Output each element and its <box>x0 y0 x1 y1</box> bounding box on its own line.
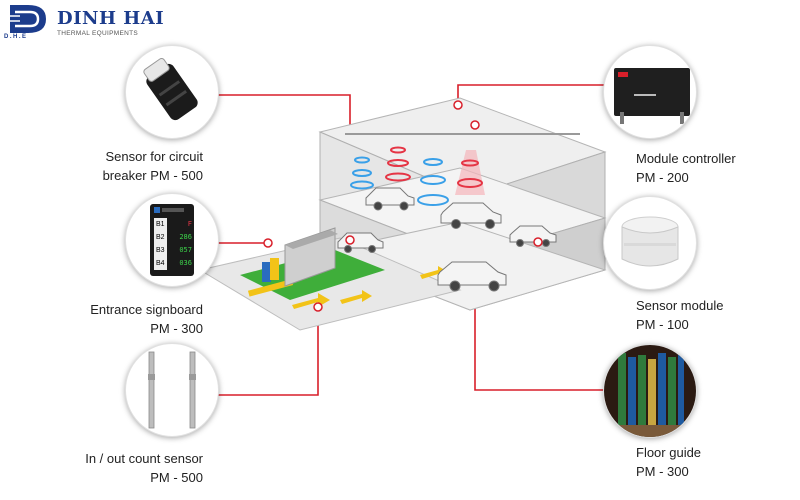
label-line: In / out count sensor <box>85 451 203 466</box>
logo-abbreviation: D.H.E <box>4 34 28 40</box>
connector-module-controller <box>457 84 605 105</box>
connector-endpoints <box>263 100 543 312</box>
label-circuit-breaker-sensor: Sensor for circuit breaker PM - 500 <box>48 147 203 185</box>
label-module-controller: Module controller PM - 200 <box>636 149 796 187</box>
signboard-floor: B4 <box>154 257 167 270</box>
signboard-floor: B3 <box>154 244 167 257</box>
label-line: Entrance signboard <box>90 302 203 317</box>
floor-guide-bars <box>618 353 684 425</box>
circuit-breaker-sensor-image <box>125 45 219 139</box>
sensor-posts-icon <box>148 351 196 429</box>
floor-guide-display <box>604 345 696 437</box>
label-line: PM - 200 <box>636 170 689 185</box>
entrance-signboard-image: B1 F B2 286 B3 057 B4 036 <box>125 193 219 287</box>
module-controller-image <box>603 45 697 139</box>
signboard-value: 286 <box>179 233 192 241</box>
brand-name: DINH HAI <box>57 8 165 29</box>
label-entrance-signboard: Entrance signboard PM - 300 <box>48 300 203 338</box>
signboard-value: 036 <box>179 259 192 267</box>
car <box>440 202 502 229</box>
signboard-row: B3 057 <box>154 244 192 257</box>
label-line: Sensor for circuit <box>105 149 203 164</box>
label-floor-guide: Floor guide PM - 300 <box>636 443 796 481</box>
connector-count-sensor <box>215 307 319 396</box>
label-count-sensor: In / out count sensor PM - 500 <box>48 449 203 487</box>
signboard-row: B2 286 <box>154 231 192 244</box>
count-sensor-image <box>125 343 219 437</box>
signboard-rows: B1 F B2 286 B3 057 B4 036 <box>154 218 192 270</box>
sensor-module-image <box>603 196 697 290</box>
company-logo: D.H.E DINH HAI THERMAL EQUIPMENTS <box>2 2 202 42</box>
label-sensor-module: Sensor module PM - 100 <box>636 296 796 334</box>
label-line: PM - 500 <box>150 470 203 485</box>
car <box>509 225 557 247</box>
signboard-row: B1 F <box>154 218 192 231</box>
label-line: PM - 300 <box>636 464 689 479</box>
signboard-floor: B1 <box>154 218 167 231</box>
parked-cars <box>337 187 557 292</box>
label-line: breaker PM - 500 <box>102 168 203 183</box>
signboard-value: 057 <box>179 246 192 254</box>
sensor-device-icon <box>143 57 198 121</box>
signboard-value: F <box>187 220 192 228</box>
label-line: Sensor module <box>636 298 724 313</box>
entrance-area <box>198 227 462 331</box>
logo-mark-icon <box>6 5 46 33</box>
label-line: PM - 300 <box>150 321 203 336</box>
brand-tagline: THERMAL EQUIPMENTS <box>57 30 139 37</box>
car <box>437 261 507 292</box>
controller-box-icon <box>614 68 690 124</box>
car <box>365 187 415 211</box>
floor-guide-image <box>603 344 697 438</box>
sensor-beams <box>350 146 485 206</box>
label-line: PM - 100 <box>636 317 689 332</box>
signboard-floor: B2 <box>154 231 167 244</box>
label-line: Module controller <box>636 151 736 166</box>
dome-sensor-icon <box>621 216 679 267</box>
label-line: Floor guide <box>636 445 702 460</box>
signboard-row: B4 036 <box>154 257 192 270</box>
